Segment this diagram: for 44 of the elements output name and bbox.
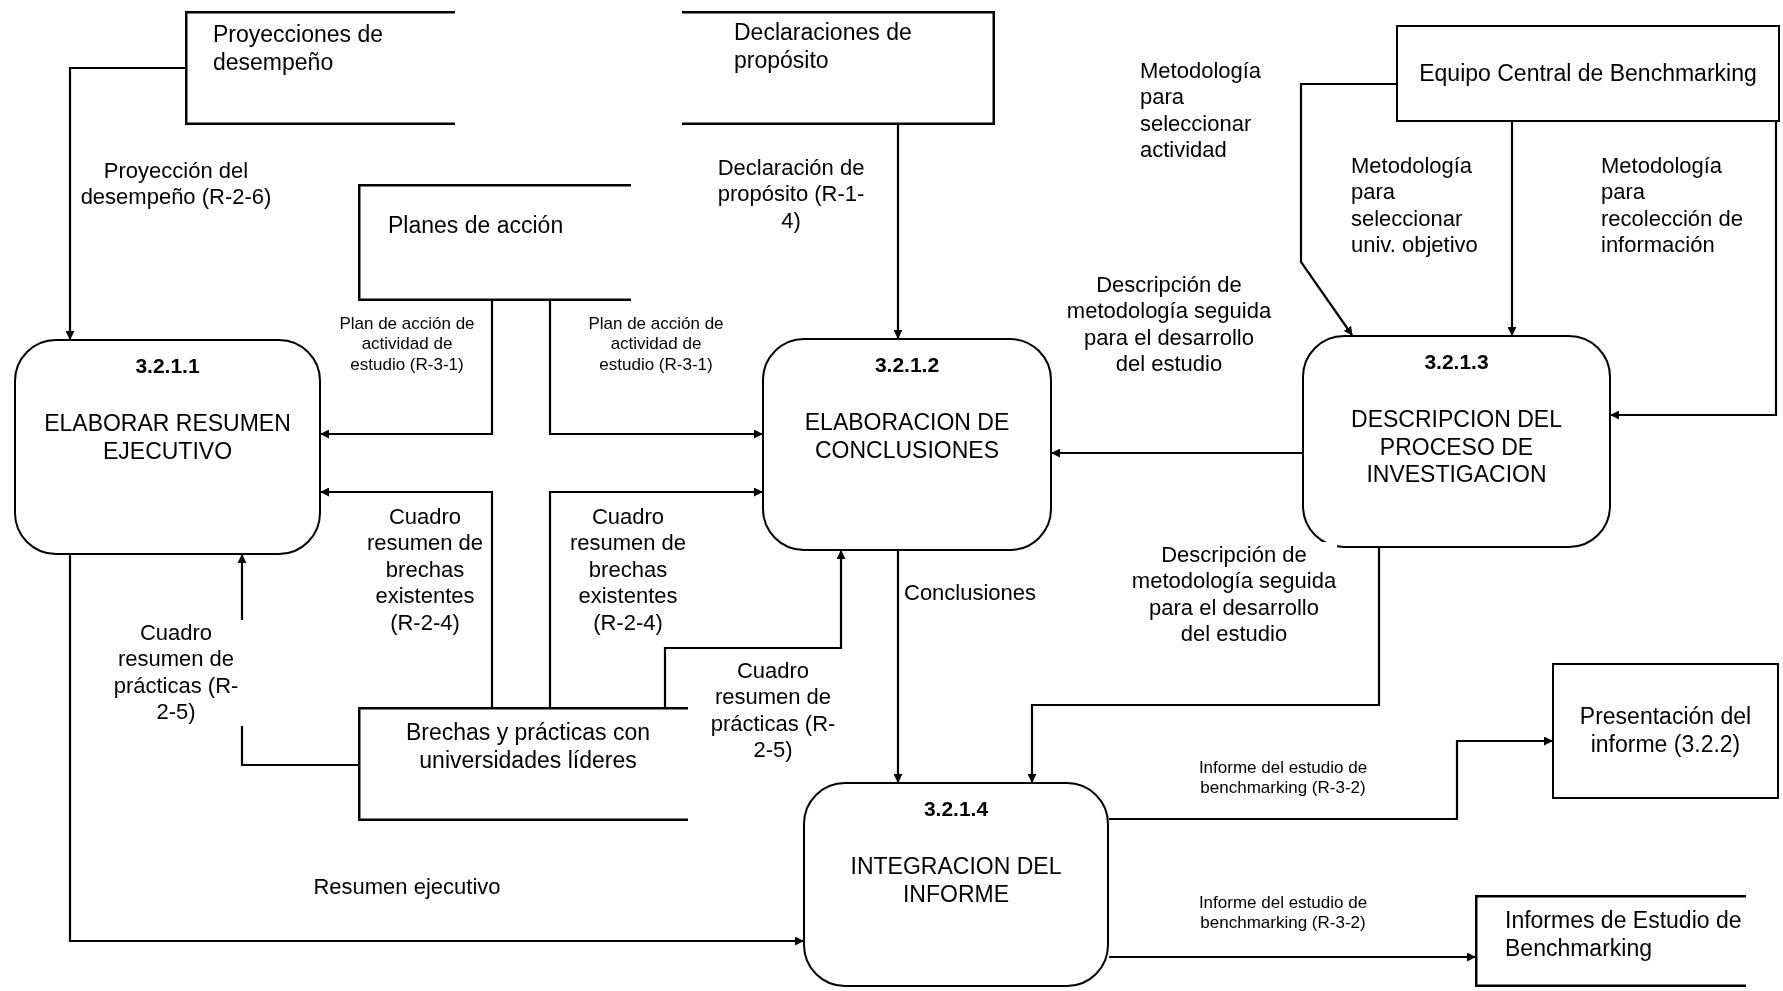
process-box [14, 339, 321, 555]
arrow [663, 550, 846, 707]
process-number: 3.2.1.3 [1423, 349, 1490, 375]
data-store [358, 184, 631, 301]
process-number: 3.2.1.1 [134, 353, 201, 379]
process-box [1302, 335, 1611, 548]
arrow [548, 487, 763, 707]
data-store [185, 11, 455, 125]
data-store [1475, 895, 1746, 987]
arrow [1299, 82, 1396, 336]
arrow [548, 301, 763, 439]
entity-box [1396, 25, 1780, 122]
process-box [762, 338, 1052, 551]
data-store [358, 707, 688, 821]
arrow [1109, 952, 1476, 962]
arrow [1610, 122, 1778, 420]
store-label: Brechas y prácticas con universidades líderes [404, 719, 652, 775]
arrow [893, 125, 903, 339]
arrow [893, 551, 903, 783]
store-label: Informes de Estudio de Benchmarking [1505, 907, 1743, 963]
arrow [1109, 736, 1553, 821]
process-title: ELABORACION DE CONCLUSIONES [803, 409, 1011, 465]
process-number: 3.2.1.4 [922, 796, 990, 822]
store-label: Planes de acción [388, 212, 565, 240]
edge-label: Plan de acción de actividad de estudio (R-3-1) [337, 314, 477, 376]
arrow [320, 487, 494, 707]
data-store [682, 11, 995, 125]
edge-label: Plan de acción de actividad de estudio (R-3-1) [586, 314, 726, 376]
store-label: Proyecciones de desempeño [213, 21, 385, 77]
entity-label: Presentación del informe (3.2.2) [1578, 703, 1753, 759]
arrow [65, 66, 185, 340]
entity-label: Equipo Central de Benchmarking [1418, 59, 1758, 88]
process-title: INTEGRACION DEL INFORME [849, 853, 1063, 909]
store-label: Declaraciones de propósito [734, 19, 913, 75]
process-box [803, 782, 1109, 987]
arrow [320, 301, 494, 439]
process-number: 3.2.1.2 [873, 352, 941, 378]
process-title: ELABORAR RESUMEN EJECUTIVO [43, 410, 292, 466]
arrow [1027, 548, 1381, 783]
process-title: DESCRIPCION DEL PROCESO DE INVESTIGACION [1350, 406, 1563, 489]
entity-box [1552, 663, 1779, 799]
arrow [1051, 448, 1302, 458]
arrow [68, 555, 804, 946]
arrow [1507, 122, 1517, 336]
